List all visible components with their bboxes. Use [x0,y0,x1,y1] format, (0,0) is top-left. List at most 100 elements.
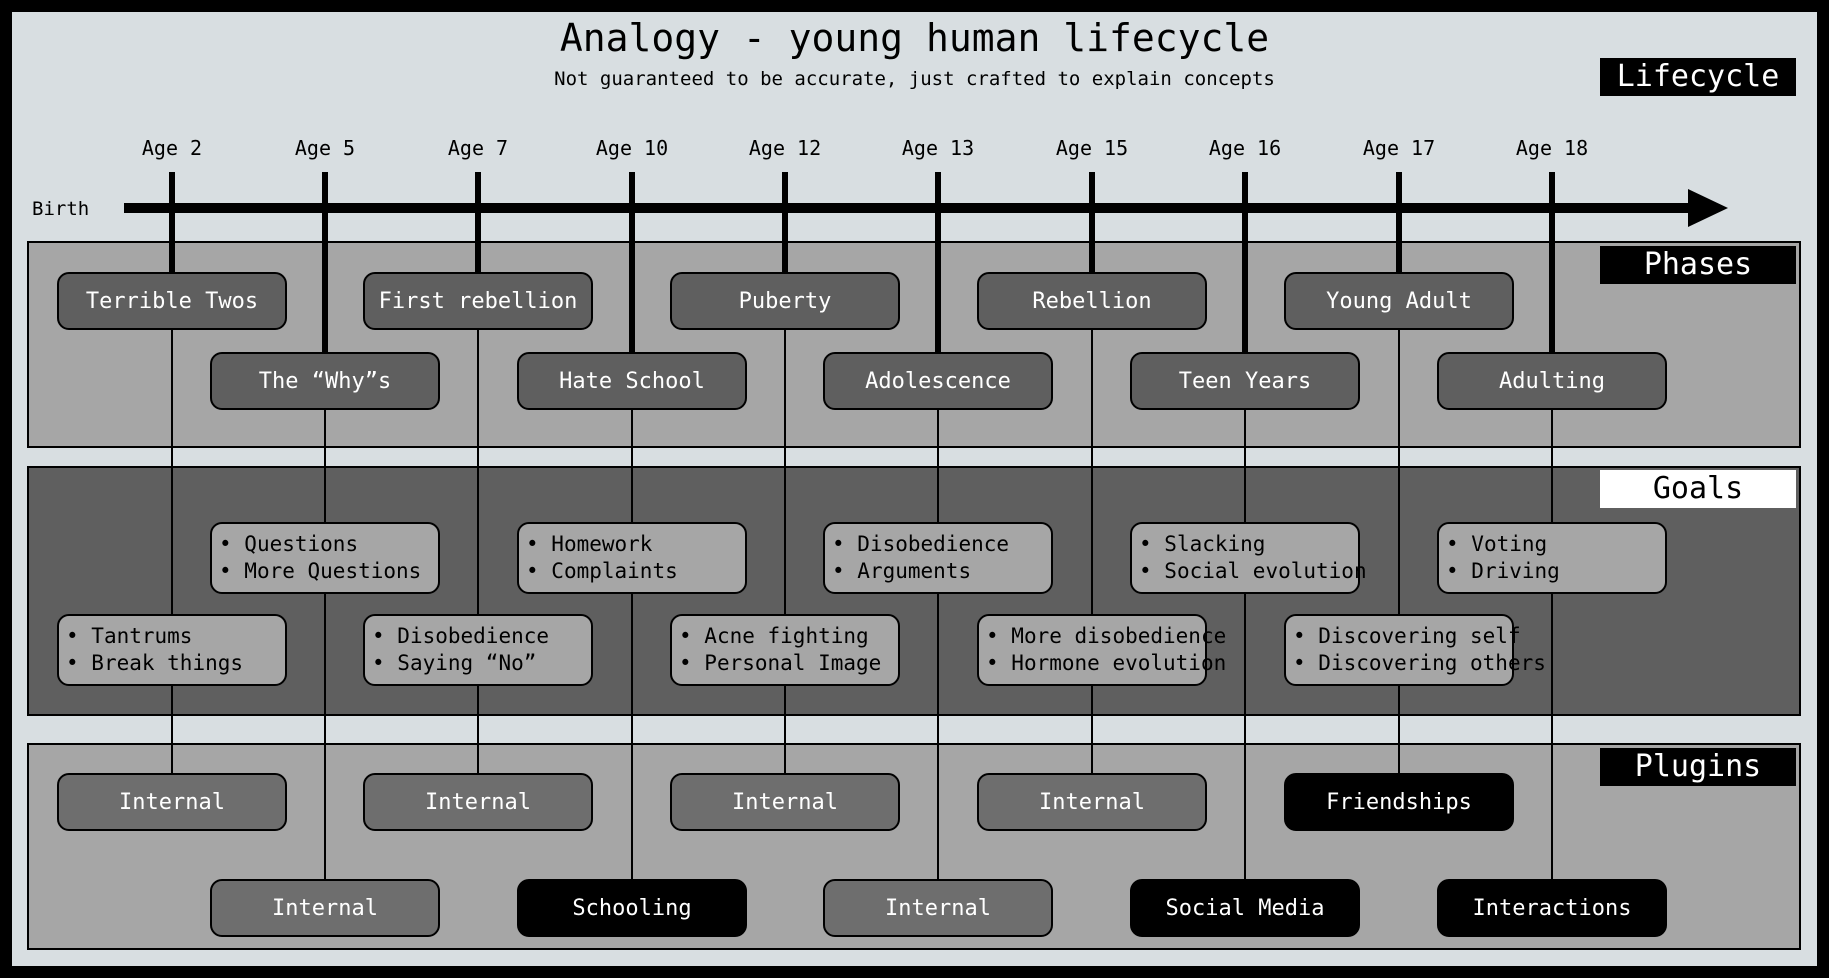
age-tick [629,172,635,352]
age-label: Age 15 [1055,136,1129,160]
external-plugin-box[interactable]: Social Media [1130,879,1360,937]
external-plugin-box[interactable]: Interactions [1437,879,1667,937]
age-label: Age 12 [748,136,822,160]
age-tick [1549,172,1555,352]
goal-item: More disobedience [986,623,1226,650]
goal-list: More disobedienceHormone evolution [986,623,1226,677]
phase-box[interactable]: First rebellion [363,272,593,330]
phase-box[interactable]: Teen Years [1130,352,1360,410]
phase-box[interactable]: Adolescence [823,352,1053,410]
phase-box[interactable]: Puberty [670,272,900,330]
age-tick [782,172,788,272]
internal-plugin-box[interactable]: Internal [363,773,593,831]
goal-list: Acne fightingPersonal Image [679,623,881,677]
goal-list: VotingDriving [1446,531,1560,585]
goal-box[interactable]: QuestionsMore Questions [210,522,440,594]
internal-plugin-box[interactable]: Internal [823,879,1053,937]
phase-box[interactable]: Rebellion [977,272,1207,330]
external-plugin-box[interactable]: Schooling [517,879,747,937]
age-tick [1089,172,1095,272]
goal-item: Discovering others [1293,650,1546,677]
goal-box[interactable]: TantrumsBreak things [57,614,287,686]
stage-connector [1398,330,1400,773]
timeline-arrow-icon [1688,189,1728,227]
plugins-band-label: Plugins [1600,748,1796,786]
phase-box[interactable]: The “Why”s [210,352,440,410]
goals-band-label: Goals [1600,470,1796,508]
age-label: Age 5 [294,136,356,160]
age-label: Age 18 [1515,136,1589,160]
stage-connector [1551,410,1553,879]
age-label: Age 13 [901,136,975,160]
goal-item: Disobedience [832,531,1009,558]
internal-plugin-box[interactable]: Internal [210,879,440,937]
goal-list: QuestionsMore Questions [219,531,421,585]
age-label: Age 16 [1208,136,1282,160]
phase-box[interactable]: Terrible Twos [57,272,287,330]
goal-list: Discovering selfDiscovering others [1293,623,1546,677]
phase-box[interactable]: Hate School [517,352,747,410]
goal-item: More Questions [219,558,421,585]
stage-connector [477,330,479,773]
stage-connector [171,330,173,773]
goal-item: Social evolution [1139,558,1366,585]
internal-plugin-box[interactable]: Internal [670,773,900,831]
goal-list: HomeworkComplaints [526,531,678,585]
phase-box[interactable]: Young Adult [1284,272,1514,330]
goal-item: Questions [219,531,421,558]
external-plugin-box[interactable]: Friendships [1284,773,1514,831]
stage-connector [937,410,939,879]
goal-item: Personal Image [679,650,881,677]
timeline-axis [124,203,1694,213]
timeline-start-label: Birth [32,198,90,220]
stage-connector [631,410,633,879]
age-tick [322,172,328,352]
goal-item: Hormone evolution [986,650,1226,677]
internal-plugin-box[interactable]: Internal [977,773,1207,831]
goal-box[interactable]: More disobedienceHormone evolution [977,614,1226,686]
goal-item: Acne fighting [679,623,881,650]
stage-connector [1091,330,1093,773]
age-tick [935,172,941,352]
goal-list: DisobedienceArguments [832,531,1009,585]
stage-connector [324,410,326,879]
goal-item: Homework [526,531,678,558]
goal-item: Slacking [1139,531,1367,558]
goal-item: Arguments [832,558,1009,585]
goal-item: Break things [66,650,243,677]
goal-box[interactable]: SlackingSocial evolution [1130,522,1367,594]
goal-list: SlackingSocial evolution [1139,531,1367,585]
goal-box[interactable]: DisobedienceArguments [823,522,1053,594]
internal-plugin-box[interactable]: Internal [57,773,287,831]
goal-list: DisobedienceSaying “No” [372,623,549,677]
stage-connector [1244,410,1246,879]
goal-box[interactable]: Discovering selfDiscovering others [1284,614,1546,686]
stage-connector [784,330,786,773]
age-label: Age 17 [1362,136,1436,160]
goal-box[interactable]: VotingDriving [1437,522,1667,594]
goal-box[interactable]: DisobedienceSaying “No” [363,614,593,686]
goal-item: Disobedience [372,623,549,650]
age-tick [475,172,481,272]
diagram-title: Analogy - young human lifecycle [559,16,1270,60]
age-label: Age 7 [447,136,509,160]
goal-item: Voting [1446,531,1560,558]
goal-item: Complaints [526,558,677,585]
goal-item: Saying “No” [372,650,549,677]
lifecycle-band-label: Lifecycle [1600,58,1796,96]
goal-item: Driving [1446,558,1560,585]
phases-band [27,241,1801,448]
diagram-subtitle: Not guaranteed to be accurate, just craf… [554,68,1275,90]
age-label: Age 10 [595,136,669,160]
goal-box[interactable]: Acne fightingPersonal Image [670,614,900,686]
age-tick [1396,172,1402,272]
goal-item: Discovering self [1293,623,1546,650]
age-tick [169,172,175,272]
goal-list: TantrumsBreak things [66,623,243,677]
goal-item: Tantrums [66,623,243,650]
phases-band-label: Phases [1600,246,1796,284]
phase-box[interactable]: Adulting [1437,352,1667,410]
goal-box[interactable]: HomeworkComplaints [517,522,747,594]
age-label: Age 2 [141,136,203,160]
